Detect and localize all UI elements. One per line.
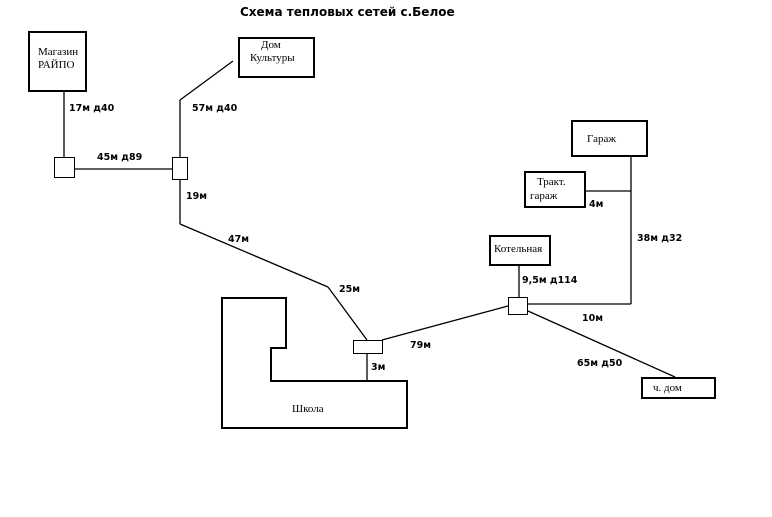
label-25m: 25м [339, 284, 360, 295]
label-79m: 79м [410, 340, 431, 351]
pipe-65 [527, 310, 676, 378]
magazin-label-1: Магазин [38, 46, 79, 58]
label-3m: 3м [371, 362, 386, 373]
shkola-label: Школа [292, 403, 324, 415]
label-9-5m: 9,5м д114 [522, 275, 578, 286]
label-65m: 65м д50 [577, 358, 623, 369]
label-17m: 17м д40 [69, 103, 115, 114]
trakt-label-2: гараж [530, 190, 558, 202]
dom-label-1: Дом [261, 39, 281, 51]
trakt-label-1: Тракт. [537, 176, 566, 188]
dom-label-2: Культуры [250, 52, 295, 64]
pipe-47 [179, 223, 329, 288]
label-57m: 57м д40 [192, 103, 238, 114]
pipe-79 [381, 305, 509, 341]
kotelnaya-box [489, 235, 551, 266]
diagram-title: Схема тепловых сетей с.Белое [240, 5, 455, 19]
ch-dom-box [641, 377, 716, 399]
garazh-box [571, 120, 648, 157]
label-4m: 4м [589, 199, 604, 210]
dom-kultury-box [238, 37, 315, 78]
magazin-box [28, 31, 87, 92]
label-10m: 10м [582, 313, 603, 324]
label-47m: 47м [228, 234, 249, 245]
trakt-garazh-box [524, 171, 586, 208]
kotelnaya-label: Котельная [494, 243, 543, 255]
pipe-dom-diag [179, 60, 234, 101]
node-school [353, 340, 383, 354]
node-center [172, 157, 188, 180]
magazin-label-2: РАЙПО [38, 59, 75, 71]
pipe-25 [327, 286, 368, 341]
node-left [54, 157, 75, 178]
label-19m: 19м [186, 191, 207, 202]
garazh-label: Гараж [587, 133, 616, 145]
ch-dom-label: ч. дом [653, 382, 682, 394]
label-45m: 45м д89 [97, 152, 143, 163]
label-38m: 38м д32 [637, 233, 683, 244]
node-kotelnaya [508, 297, 528, 315]
